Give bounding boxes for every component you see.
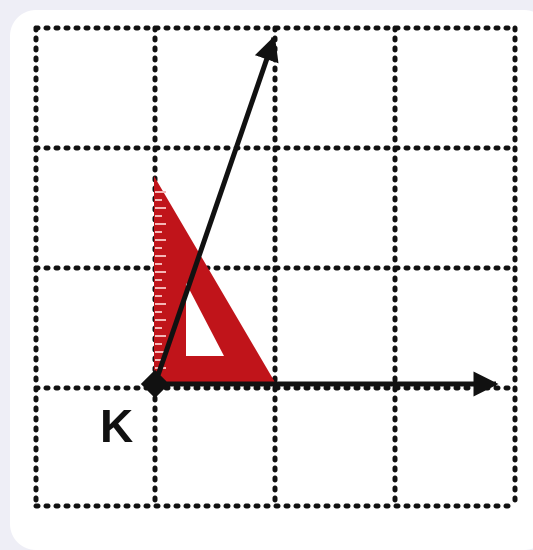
set-square-tool [154, 176, 276, 384]
ray-oblique [152, 35, 279, 385]
diagram-card [10, 10, 533, 550]
ruler-marks [155, 191, 166, 369]
vertex-label: K [100, 400, 133, 452]
angle-diagram: K [33, 25, 518, 509]
set-square-body [154, 176, 276, 384]
